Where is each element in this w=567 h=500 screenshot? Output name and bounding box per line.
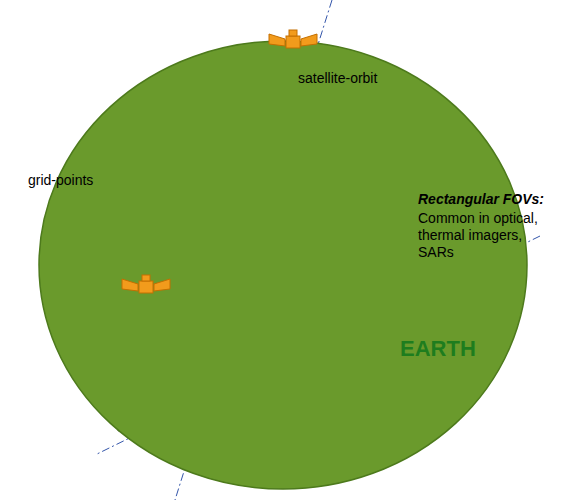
earth-outline — [38, 40, 528, 490]
callout-heading: Rectangular FOVs: — [418, 191, 544, 208]
callout-note: Common in optical, thermal imagers, SARs — [418, 210, 558, 261]
callout-label: satellite-orbit — [298, 70, 377, 87]
earth-disc: EARTH — [38, 40, 528, 490]
earth-label: EARTH — [400, 336, 476, 362]
earth-shape — [39, 41, 527, 489]
satellite-icon — [269, 30, 317, 48]
callout-label: grid-points — [28, 172, 93, 189]
satellite-icon — [122, 275, 170, 293]
